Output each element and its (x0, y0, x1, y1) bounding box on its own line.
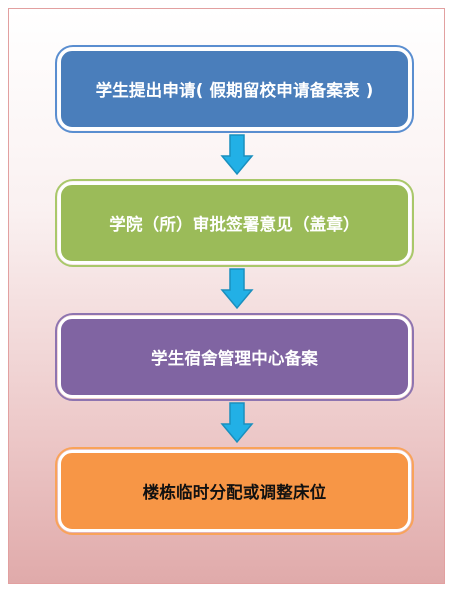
arrow-down-icon (220, 402, 254, 444)
step-assign-bed: 楼栋临时分配或调整床位 (55, 447, 414, 535)
step-label: 楼栋临时分配或调整床位 (142, 483, 327, 502)
step-student-apply: 学生提出申请( 假期留校申请备案表 ) (55, 45, 414, 133)
step-dorm-center-record: 学生宿舍管理中心备案 (55, 313, 414, 401)
step-college-approval: 学院（所）审批签署意见（盖章） (55, 179, 414, 267)
arrow-down-icon (220, 268, 254, 310)
step-label: 学生提出申请( 假期留校申请备案表 ) (95, 81, 374, 100)
step-label: 学院（所）审批签署意见（盖章） (109, 215, 360, 234)
step-label: 学生宿舍管理中心备案 (151, 349, 318, 368)
arrow-down-icon (220, 134, 254, 176)
